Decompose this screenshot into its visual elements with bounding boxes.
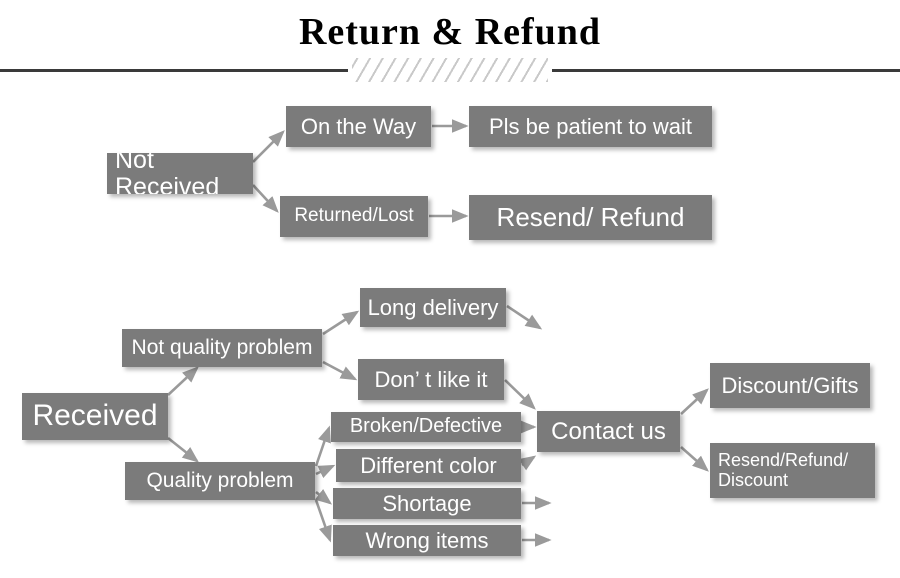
flow-arrow-quality-to-different-color — [315, 464, 336, 479]
flow-arrow-quality-to-broken-defective — [314, 425, 331, 467]
divider-rule-right — [552, 69, 900, 72]
divider-rule-left — [0, 69, 348, 72]
flow-node-broken-defective: Broken/Defective — [331, 412, 521, 442]
flow-node-wrong-items: Wrong items — [333, 525, 521, 556]
flow-node-resend-refund-discount: Resend/Refund/ Discount — [710, 443, 875, 498]
flow-node-pls-be-patient: Pls be patient to wait — [469, 106, 712, 147]
flow-arrow-dont-like-it-to-contact-us — [504, 379, 536, 410]
flow-node-shortage: Shortage — [333, 488, 521, 519]
page-header: Return & Refund — [0, 0, 900, 92]
flow-arrow-not-received-to-returned-lost — [252, 184, 279, 213]
flow-node-not-quality: Not quality problem — [122, 329, 322, 367]
flow-node-on-the-way: On the Way — [286, 106, 431, 147]
flow-arrow-long-delivery-to-contact-us — [506, 304, 543, 330]
flow-node-different-color: Different color — [336, 449, 521, 482]
flow-arrow-not-quality-to-long-delivery — [322, 310, 360, 336]
flow-arrow-contact-us-to-resend-refund-discount — [680, 446, 709, 472]
flow-node-not-received: Not Received — [107, 153, 253, 194]
divider-hatch-icon — [352, 58, 548, 82]
flow-node-resend-refund: Resend/ Refund — [469, 195, 712, 240]
flow-arrow-contact-us-to-discount-gifts — [680, 388, 709, 415]
flow-arrow-not-quality-to-dont-like-it — [322, 360, 358, 381]
flow-arrow-received-to-quality — [167, 436, 200, 463]
flow-node-discount-gifts: Discount/Gifts — [710, 363, 870, 408]
flow-node-long-delivery: Long delivery — [360, 288, 506, 327]
flow-node-returned-lost: Returned/Lost — [280, 196, 428, 237]
flow-arrow-quality-to-shortage — [314, 489, 333, 505]
flow-arrow-quality-to-wrong-items — [314, 499, 332, 543]
flow-arrow-different-color-to-contact-us — [518, 455, 537, 471]
flow-node-quality: Quality problem — [125, 462, 315, 500]
flow-node-contact-us: Contact us — [537, 411, 680, 452]
flow-arrow-received-to-not-quality — [167, 366, 199, 396]
flow-arrow-not-received-to-on-the-way — [252, 130, 285, 163]
page-title: Return & Refund — [298, 11, 602, 53]
flow-node-received: Received — [22, 393, 168, 440]
flow-node-dont-like-it: Don’ t like it — [358, 359, 504, 400]
